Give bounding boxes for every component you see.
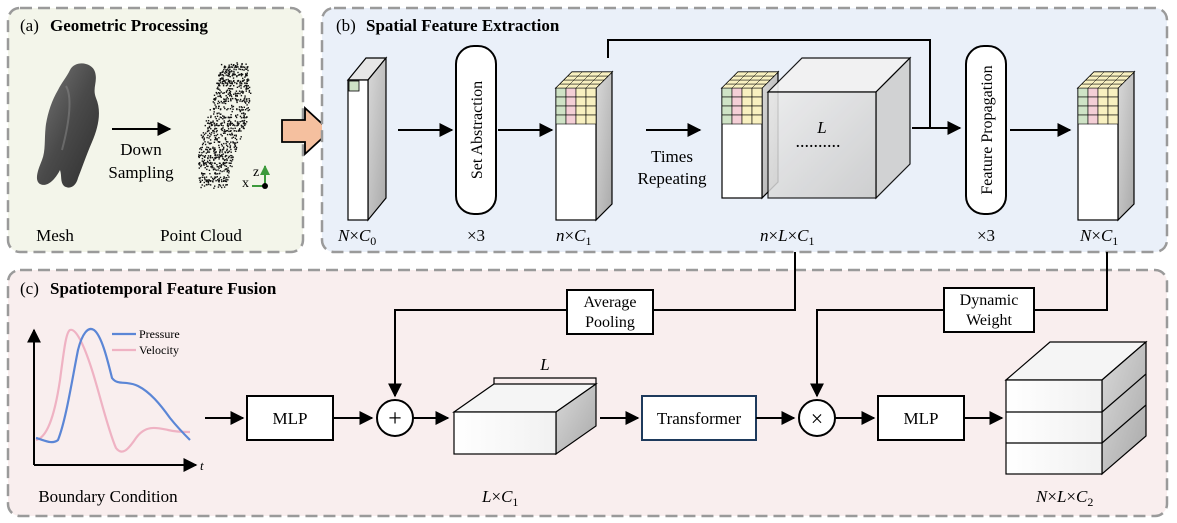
panel-spatial-feature-extraction: (b) Spatial Feature Extraction Set Abstr…: [320, 6, 1169, 254]
output-feature-block: [1076, 70, 1136, 222]
output-cube: [1004, 340, 1148, 476]
dim-n-l-c1: n×L×C1: [760, 226, 815, 248]
panel-a-title: Geometric Processing: [50, 16, 208, 35]
avg-pooling-line2: Pooling: [585, 314, 635, 331]
dim-n-l-c2: N×L×C2: [1035, 487, 1093, 509]
avg-pooling-line1: Average: [584, 294, 637, 311]
axis-t-label: t: [200, 458, 204, 473]
cube-L-label: L: [816, 118, 826, 137]
panel-b-tag: (b): [336, 16, 356, 35]
panel-b-title: Spatial Feature Extraction: [366, 16, 560, 35]
down-label: Down: [120, 140, 162, 159]
repeat-cube: L ..........: [766, 56, 912, 200]
axis-z-label: z: [253, 165, 259, 180]
mlp-block-1[interactable]: [246, 395, 334, 441]
sequence-slab: L: [452, 355, 598, 456]
mesh-label: Mesh: [36, 226, 74, 245]
mlp-2-label: MLP: [904, 409, 939, 428]
feature-propagation-label: Feature Propagation: [979, 65, 996, 194]
dynamic-weight-line1: Dynamic: [960, 292, 1019, 309]
transformer-block[interactable]: [641, 395, 757, 441]
panel-c-title: Spatiotemporal Feature Fusion: [50, 279, 277, 298]
repeat-count-sa: ×3: [467, 226, 485, 245]
panel-c-tag: (c): [20, 279, 39, 298]
sampling-label: Sampling: [108, 163, 174, 182]
average-pooling-block[interactable]: [566, 289, 654, 335]
repeating-label: Repeating: [638, 169, 707, 188]
nc1-feature-block: [554, 70, 614, 222]
boundary-condition-label: Boundary Condition: [38, 487, 178, 506]
legend-pressure: Pressure: [139, 327, 180, 341]
add-symbol: +: [388, 406, 402, 432]
panel-link-arrow: [281, 105, 332, 157]
xz-axes-icon: x z: [242, 165, 270, 191]
dim-n-c1: n×C1: [556, 226, 591, 248]
cube-dots: ..........: [796, 131, 841, 151]
dynamic-weight-line2: Weight: [966, 312, 1012, 329]
pressure-curve: [35, 327, 191, 444]
velocity-curve: [35, 328, 191, 453]
transformer-label: Transformer: [657, 409, 742, 428]
mlp-1-label: MLP: [273, 409, 308, 428]
point-cloud-label: Point Cloud: [160, 226, 242, 245]
point-cloud: [198, 62, 252, 189]
dynamic-weight-block[interactable]: [943, 287, 1035, 333]
boundary-condition-plot: Pressure Velocity t: [27, 327, 204, 473]
dim-l-c1: L×C1: [481, 487, 518, 509]
multiply-symbol: ×: [811, 406, 823, 431]
times-label: Times: [651, 147, 693, 166]
panel-a-tag: (a): [20, 16, 39, 35]
legend-velocity: Velocity: [139, 343, 179, 357]
set-abstraction-block[interactable]: [455, 45, 497, 215]
panel-spatiotemporal-feature-fusion: (c) Spatiotemporal Feature Fusion Pressu…: [6, 252, 1169, 518]
repeat-count-fp: ×3: [977, 226, 995, 245]
dim-N-c1: N×C1: [1079, 226, 1118, 248]
feature-propagation-block[interactable]: [965, 45, 1007, 215]
panel-geometric-processing: (a) Geometric Processing Down Sampling x…: [6, 6, 305, 254]
dim-n-c0: N×C0: [337, 226, 376, 248]
axis-x-label: x: [242, 176, 249, 191]
input-feature-block: [346, 56, 388, 222]
set-abstraction-label: Set Abstraction: [469, 81, 486, 179]
mlp-block-2[interactable]: [877, 395, 965, 441]
slab-L-label: L: [539, 355, 549, 374]
